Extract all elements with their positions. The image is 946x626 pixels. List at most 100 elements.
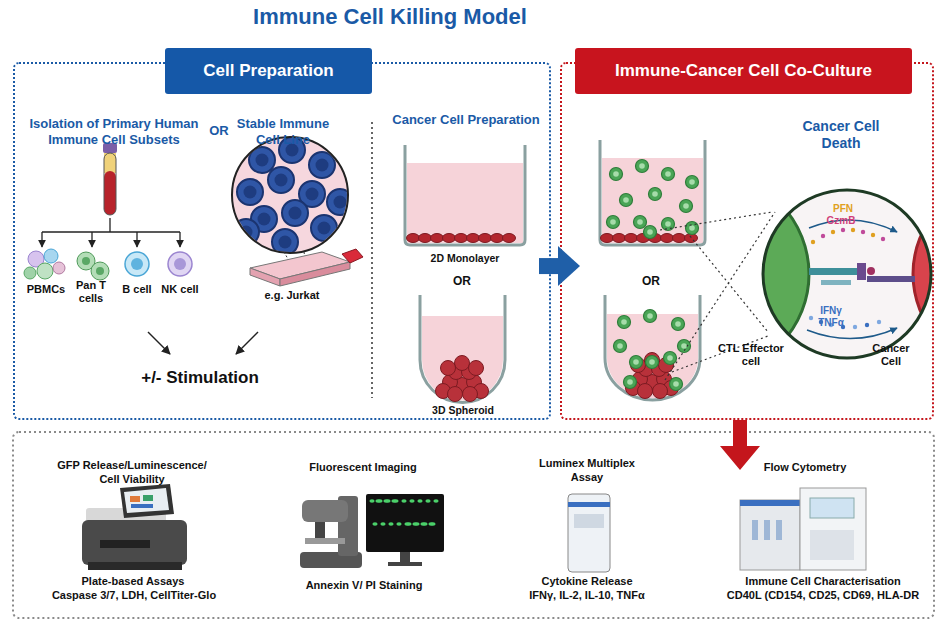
cancer-cell [491,234,504,243]
microscope [300,496,362,568]
section-subheading: Isolation of Primary Human Immune Cell S… [14,116,214,148]
spheroid-cell [463,387,478,402]
screen-tile [130,496,140,502]
jurkat-nucleus [318,222,331,235]
monitor-base [388,562,422,566]
effector-nucleus [675,321,681,327]
or-label: OR [637,274,665,288]
zoom-leader [665,212,775,380]
spheroid-cell [469,361,484,376]
jurkat-nucleus [289,207,302,220]
nk-cell-body [168,252,192,276]
granule-dot [821,234,825,238]
effector-cell [662,168,675,181]
effector-nucleus [647,313,653,319]
spheroid-cell [448,387,463,402]
fluorescent-cell [375,499,380,503]
fluorescent-cell [404,522,409,526]
spheroid-cells [436,356,489,402]
branch-line [109,218,110,232]
granule-dot [841,228,845,232]
fluorescent-cell [409,499,414,503]
jurkat-nucleus [275,174,288,187]
pbmc-cell [24,267,36,279]
spheroid-cells [626,353,679,399]
jurkat-nucleus [306,188,319,201]
effector-nucleus [610,219,616,225]
fluorescent-cell [391,499,396,503]
mhc-stalk [867,276,915,282]
effector-cell [686,176,699,189]
effector-cell [664,352,677,365]
effector-cell [686,222,699,235]
effector-cell [649,188,662,201]
branch-line [42,231,180,232]
jurkat-nucleus [244,186,257,199]
cytokine-dot [877,320,881,324]
nk-cell-nucleus [174,258,186,270]
cancer-cell [407,234,420,243]
luminex-body [568,494,610,572]
cancer-cell [661,234,674,243]
fluorescent-cells [369,499,438,526]
cytokine-label: IFNγ [811,305,851,317]
luminex-panel [574,514,604,528]
cancer-cell [613,234,626,243]
zoom-circle: Cancer Cell DeathPFNGzmBIFNγTNFα [761,188,933,360]
effector-nucleus [689,225,695,231]
spheroid-cell [638,384,653,399]
fluorescent-cell [412,522,417,526]
fluorescent-cell [401,499,406,503]
cell-label: CTL Effector cell [712,342,790,368]
cell-label: Cancer Cell [866,342,916,368]
cytometer-screen [810,498,854,518]
cytometer-right [800,488,866,570]
assay-caption: Cytokine Release [527,574,647,588]
cell-line-label: e.g. Jurkat [252,289,332,302]
down-arrow [720,420,760,470]
assay-heading: Flow Cytometry [748,460,862,474]
jurkat-nucleus [258,213,271,226]
molecule-label: GzmB [819,215,863,227]
fluorescent-cell [420,522,425,526]
cytometer-stripe [740,500,800,506]
culture-flask [250,249,363,286]
assay-heading: Fluorescent Imaging [296,460,430,474]
culture-well [605,295,700,400]
microscope-lens [315,522,325,538]
screen-tile [131,504,153,508]
cancer-cell [673,234,686,243]
cell-line-cells [233,137,353,255]
branch-arrow [179,232,180,247]
effector-nucleus [665,171,671,177]
jurkat-cell [268,167,294,193]
culture-medium [607,314,698,398]
cancer-cell [455,234,468,243]
reader-slot [100,540,150,548]
section-subheading: Cancer Cell Preparation [381,112,551,128]
reader-base [88,562,182,570]
granule-dot [871,233,875,237]
effector-cells [614,310,691,391]
fluorescent-cell [369,499,374,503]
cytokine-dot [865,323,869,327]
zoom-leader [690,236,768,332]
effector-nucleus [652,191,658,197]
sample-tube [764,520,770,540]
effector-cell [618,316,631,329]
cancer-cell [467,234,480,243]
granule-dot [811,240,815,244]
assay-detail: CD40L (CD154, CD25, CD69, HLA-DR [716,588,930,602]
effector-cell [680,200,693,213]
fluorescent-cell [417,499,422,503]
fluorescent-cell [433,499,438,503]
merge-arrow [148,332,170,354]
cytokine-label: TNFα [811,317,851,329]
effector-cell [634,216,647,229]
nk-cell [168,252,192,276]
branch-arrow [41,232,42,247]
zoom-leader [660,212,772,230]
microscope-stage [305,538,345,544]
monitor-stand [400,552,410,562]
cancer-cell [503,234,516,243]
